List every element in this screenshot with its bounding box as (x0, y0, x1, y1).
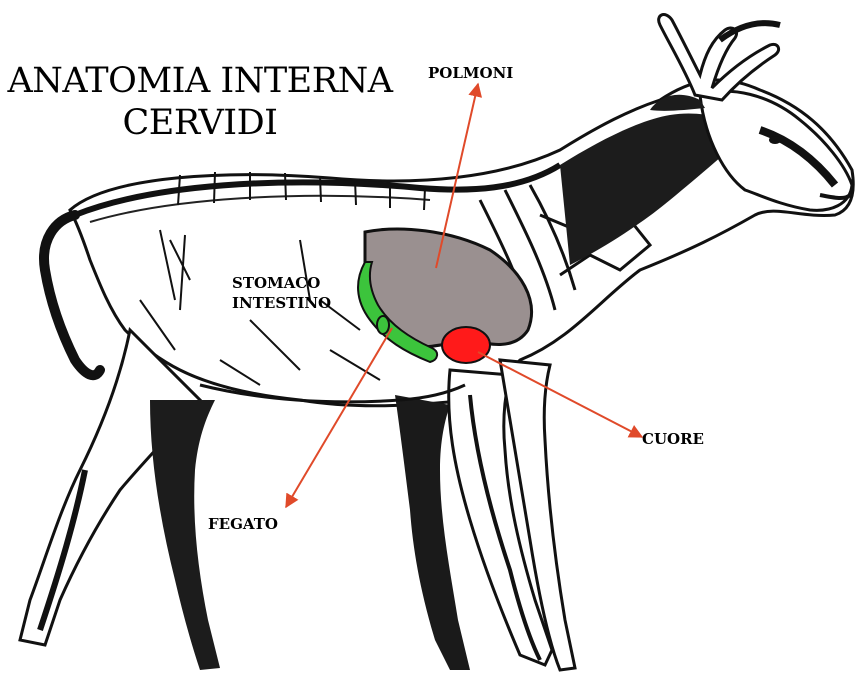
title-line-1: ANATOMIA INTERNA (0, 64, 400, 99)
label-fegato: FEGATO (208, 515, 278, 534)
label-cuore: CUORE (642, 430, 704, 449)
label-intestino: INTESTINO (232, 294, 331, 313)
label-stomaco: STOMACO (232, 274, 320, 293)
title-line-2: CERVIDI (0, 106, 400, 141)
antlers (659, 15, 779, 100)
label-polmoni: POLMONI (428, 64, 513, 83)
heart (442, 327, 490, 363)
